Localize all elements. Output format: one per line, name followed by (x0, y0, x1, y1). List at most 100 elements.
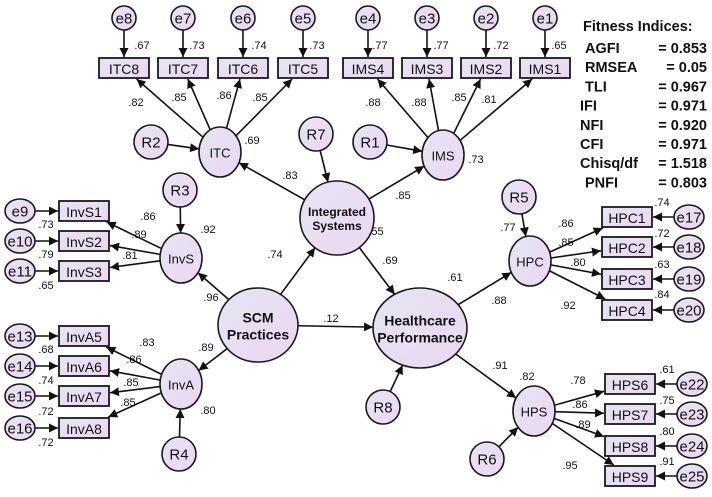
residual-label: R6 (477, 452, 496, 469)
error-circle (673, 297, 705, 323)
error-term-e22: e22 (676, 371, 708, 397)
error-label: e17 (676, 210, 701, 227)
indicator-r2-HPS9: .91 (659, 456, 674, 468)
coefficient-labels-layer: .74.12.96.89.69.83.85.88.91.82.67.85.73.… (38, 40, 674, 472)
indicator-box (601, 206, 653, 228)
indicator-label: ITC6 (228, 61, 259, 77)
path-coef-SCM-HP: .12 (323, 313, 338, 325)
path-coef-SCM-InvA: .89 (198, 342, 213, 354)
residual-label: R5 (509, 190, 528, 207)
error-label: e4 (360, 11, 377, 28)
error-label: e14 (7, 359, 32, 376)
indicator-box (58, 355, 110, 377)
residual-R7: R7 (298, 116, 334, 152)
latent-label: HPS (521, 405, 548, 420)
indicator-box (519, 57, 571, 79)
error-label: e13 (7, 329, 32, 346)
loading-coef-InvS3: .81 (122, 250, 137, 262)
indicator-IMS1: IMS1 (519, 57, 571, 79)
indicator-box (601, 236, 653, 258)
path-coef-SCM-IS: .74 (267, 249, 282, 261)
error-term-e16: e16 (4, 415, 36, 441)
indicator-HPS6: HPS6 (604, 373, 656, 395)
error-label: e2 (478, 11, 495, 28)
loading-path-InvS2 (109, 242, 161, 256)
indicator-r2-HPC3: .63 (654, 259, 669, 271)
indicator-ITC5: ITC5 (277, 57, 329, 79)
indicator-r2-ITC7: .73 (189, 40, 204, 52)
indicator-label: InvA6 (66, 359, 102, 375)
error-term-e23: e23 (676, 401, 708, 427)
loading-path-InvA7 (109, 385, 161, 397)
error-circle (673, 234, 705, 260)
indicator-ITC8: ITC8 (98, 57, 150, 79)
residual-label: R3 (170, 183, 189, 200)
loading-path-InvA5 (105, 346, 162, 376)
error-label: e19 (676, 272, 701, 289)
loading-coef-IMS4: .88 (365, 97, 380, 109)
path-IS-HP (358, 247, 396, 295)
latent-HPS: HPS (512, 385, 556, 437)
fit-indices-heading: Fitness Indices: (583, 19, 693, 35)
latent-ellipse (217, 287, 299, 363)
error-term-e3: e3 (414, 5, 440, 31)
indicator-box (217, 57, 269, 79)
residual-circle (162, 172, 198, 208)
indicator-r2-HPS6: .61 (659, 364, 674, 376)
residual-circle (501, 179, 537, 215)
latent-ellipse (159, 232, 203, 284)
residual-path-R7 (319, 150, 331, 183)
latent-r2-IMS: .73 (468, 154, 483, 166)
fit-index-name: RMSEA (585, 60, 638, 76)
indicator-r2-IMS2: .72 (493, 40, 508, 52)
indicator-box (604, 435, 656, 457)
path-SCM-InvA (198, 347, 228, 372)
latent-label: ITC (210, 146, 231, 161)
residual-circle (298, 116, 334, 152)
indicator-label: HPS9 (612, 469, 649, 485)
latent-r2-InvA: .80 (200, 405, 215, 417)
residual-path-R5 (519, 213, 529, 237)
indicator-HPC1: HPC1 (601, 206, 653, 228)
path-coef-SCM-InvS: .96 (203, 292, 218, 304)
indicator-HPS9: HPS9 (604, 465, 656, 487)
error-term-e5: e5 (290, 5, 316, 31)
indicator-box (58, 385, 110, 407)
indicator-box (460, 57, 512, 79)
loading-coef-HPC1: .86 (558, 218, 573, 230)
indicator-label: ITC7 (168, 61, 199, 77)
error-circle (676, 433, 708, 459)
error-label: e18 (676, 240, 701, 257)
residual-path-R6 (498, 426, 519, 448)
fit-index-name: IFI (580, 99, 597, 115)
error-label: e20 (676, 303, 701, 320)
latent-ellipse (421, 129, 465, 181)
loading-path-HPC2 (550, 247, 602, 259)
indicator-box (604, 373, 656, 395)
fit-index-value: = 0.05 (666, 60, 707, 76)
loading-path-HPS8 (553, 417, 605, 438)
error-term-e2: e2 (473, 5, 499, 31)
residual-path-R8 (389, 364, 404, 392)
indicator-label: InvA5 (66, 329, 102, 345)
error-label: e8 (116, 11, 133, 28)
indicator-box (58, 200, 110, 222)
fit-index-value: = 0.971 (658, 99, 707, 115)
loading-coef-InvS1: .86 (140, 211, 155, 223)
latent-ellipse (198, 126, 242, 178)
fit-index-value: = 0.853 (658, 41, 707, 57)
indicator-label: HPS8 (612, 439, 649, 455)
loading-coef-ITC8: .82 (128, 97, 143, 109)
indicator-r2-InvS3: .65 (38, 280, 53, 292)
fit-index-name: CFI (580, 137, 603, 153)
path-SCM-HP (297, 322, 374, 332)
indicator-r2-ITC8: .67 (134, 40, 149, 52)
latent-ellipse (159, 358, 203, 410)
indicator-InvA6: InvA6 (58, 355, 110, 377)
error-term-e1: e1 (532, 5, 558, 31)
loading-path-ITC7 (187, 78, 211, 131)
fit-index-name: TLI (585, 79, 607, 95)
residual-path-R2 (167, 143, 200, 153)
